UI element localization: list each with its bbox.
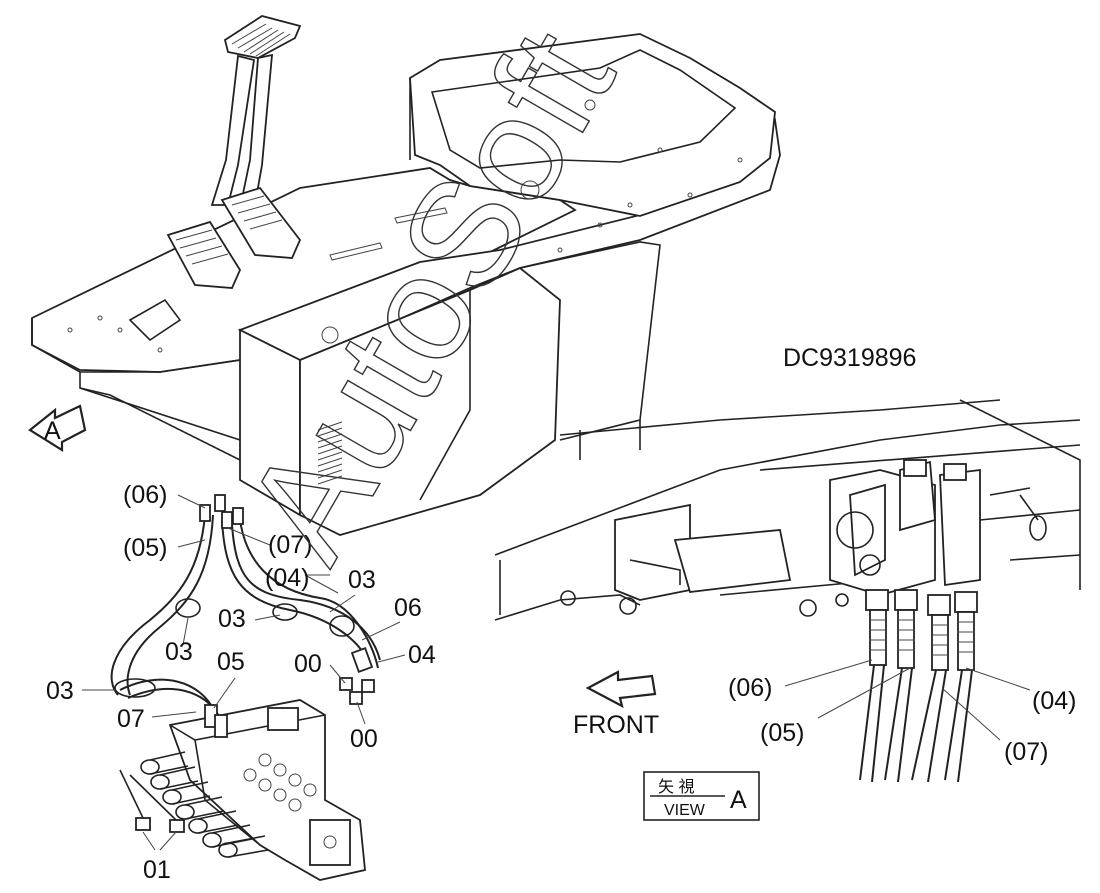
callout-03-low: 03 xyxy=(165,638,193,666)
hose-routing xyxy=(110,494,381,719)
view-letter: A xyxy=(730,786,747,814)
callout-03-left: 03 xyxy=(46,677,74,705)
leader-lines xyxy=(82,494,1031,851)
detail-callout-07: (07) xyxy=(1004,738,1048,766)
view-marker-letter: A xyxy=(44,417,61,445)
callout-06-top: (06) xyxy=(123,481,167,509)
vent-grille xyxy=(317,421,343,485)
valve-spools xyxy=(140,751,269,858)
callout-07-mid: (07) xyxy=(268,531,312,559)
callout-00-a: 00 xyxy=(294,650,322,678)
view-text: VIEW xyxy=(664,802,706,819)
callout-07-left: 07 xyxy=(117,705,145,733)
view-a-box: 矢 視 VIEW A xyxy=(643,771,760,821)
callout-01: 01 xyxy=(143,856,171,884)
front-arrow: FRONT xyxy=(573,670,659,739)
view-a-arrow: A xyxy=(28,404,87,452)
callout-04-mid: (04) xyxy=(265,564,309,592)
detail-callout-04: (04) xyxy=(1032,687,1076,715)
detail-callouts: (06) (05) (04) (07) xyxy=(728,674,1076,766)
detail-view-a xyxy=(494,399,1081,783)
main-callouts: (06) (05) (07) (04) 03 06 03 03 04 00 00… xyxy=(46,481,436,884)
drawing-number: DC9319896 xyxy=(783,344,916,372)
callout-00-b: 00 xyxy=(350,725,378,753)
callout-05-left: (05) xyxy=(123,534,167,562)
detail-callout-06: (06) xyxy=(728,674,772,702)
callout-03-mid: 03 xyxy=(218,605,246,633)
front-label: FRONT xyxy=(573,711,659,739)
travel-pedals xyxy=(128,15,302,342)
callout-04-right: 04 xyxy=(408,641,436,669)
control-valve xyxy=(119,699,366,881)
callout-03-right: 03 xyxy=(348,566,376,594)
view-kanji: 矢 視 xyxy=(658,778,694,796)
callout-05-valve: 05 xyxy=(217,648,245,676)
floor-frame xyxy=(31,33,781,536)
detail-callout-05: (05) xyxy=(760,719,804,747)
callout-06-right: 06 xyxy=(394,594,422,622)
